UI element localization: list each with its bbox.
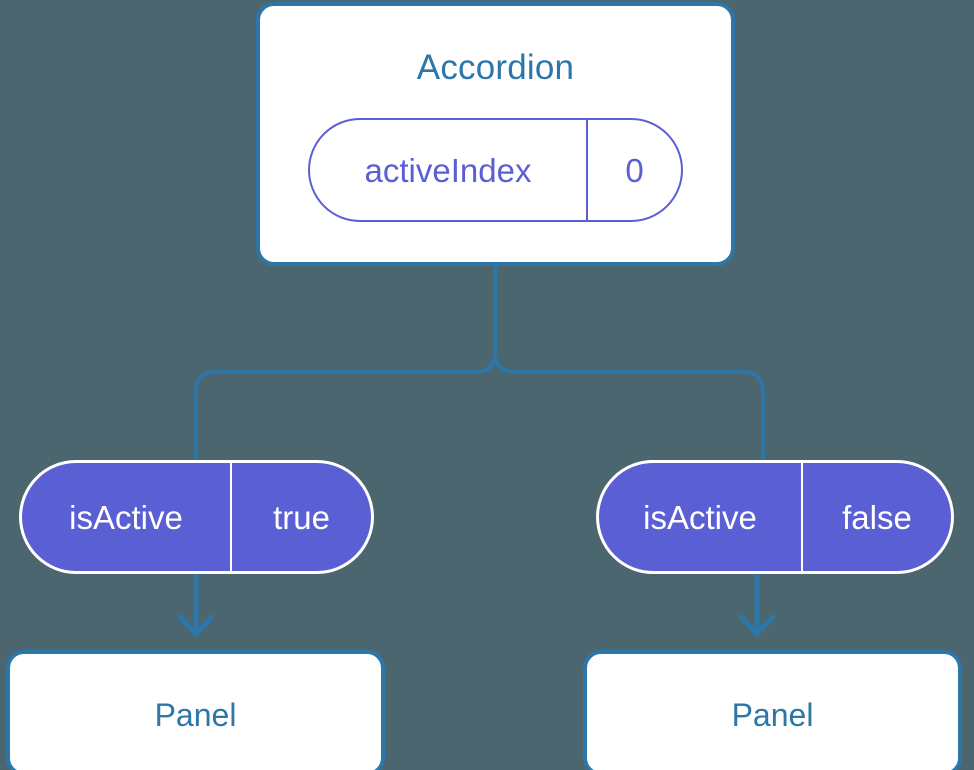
state-pill-is-active-false[interactable]: isActive false	[596, 460, 954, 574]
state-key-label: isActive	[599, 463, 803, 571]
component-card-panel-left[interactable]: Panel	[6, 650, 385, 770]
arrow-down-left	[177, 573, 215, 637]
state-value-label: false	[842, 498, 912, 536]
state-pill-active-index[interactable]: activeIndex 0	[308, 118, 683, 222]
component-card-panel-right[interactable]: Panel	[583, 650, 962, 770]
state-key-label: isActive	[22, 463, 232, 571]
component-title: Accordion	[416, 48, 575, 87]
state-value-label: 0	[625, 151, 644, 189]
state-pill-is-active-true[interactable]: isActive true	[19, 460, 374, 574]
component-title: Panel	[731, 697, 814, 733]
tree-split-connector-right	[493, 264, 765, 462]
state-value-label: true	[273, 498, 330, 536]
tree-split-connector	[194, 264, 497, 462]
component-title: Panel	[154, 697, 237, 733]
state-key-label: activeIndex	[310, 120, 588, 220]
arrow-down-right	[738, 573, 776, 637]
